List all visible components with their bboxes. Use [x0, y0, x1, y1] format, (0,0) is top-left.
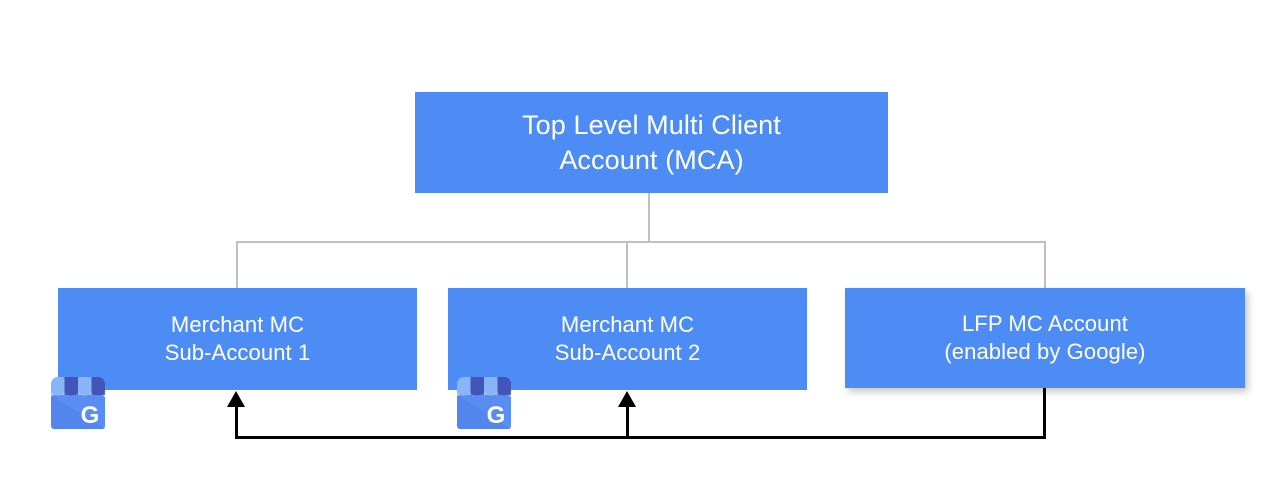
- connector-drop-to-lfp-account: [1044, 241, 1046, 289]
- gbp-letter-g: G: [487, 402, 506, 429]
- gbp-letter-g: G: [81, 402, 100, 429]
- flow-arrowhead-to-sub-account-2: [618, 391, 636, 407]
- google-business-profile-icon: G: [450, 367, 518, 433]
- node-lfp-mc-account-label: LFP MC Account (enabled by Google): [944, 311, 1146, 364]
- connector-horizontal-bar: [236, 241, 1046, 243]
- flow-arrowhead-to-sub-account-1: [227, 391, 245, 407]
- node-top-level-mca[interactable]: Top Level Multi Client Account (MCA): [415, 92, 888, 193]
- node-top-level-mca-label: Top Level Multi Client Account (MCA): [522, 110, 781, 175]
- connector-drop-to-sub-account-1: [236, 241, 238, 289]
- flow-line-from-lfp-account: [1043, 388, 1046, 439]
- connector-drop-to-sub-account-2: [626, 241, 628, 289]
- node-lfp-mc-account[interactable]: LFP MC Account (enabled by Google): [845, 288, 1245, 388]
- node-merchant-mc-sub-account-1-label: Merchant MC Sub-Account 1: [164, 312, 311, 365]
- connector-top-stem: [648, 193, 650, 243]
- flow-arrow-shaft-to-sub-account-1: [235, 402, 238, 438]
- flow-line-horizontal: [235, 436, 1046, 439]
- node-merchant-mc-sub-account-2-label: Merchant MC Sub-Account 2: [554, 312, 701, 365]
- node-merchant-mc-sub-account-2[interactable]: Merchant MC Sub-Account 2: [448, 288, 807, 390]
- node-merchant-mc-sub-account-1[interactable]: Merchant MC Sub-Account 1: [58, 288, 417, 390]
- google-business-profile-icon: G: [44, 367, 112, 433]
- flow-arrow-shaft-to-sub-account-2: [626, 402, 629, 438]
